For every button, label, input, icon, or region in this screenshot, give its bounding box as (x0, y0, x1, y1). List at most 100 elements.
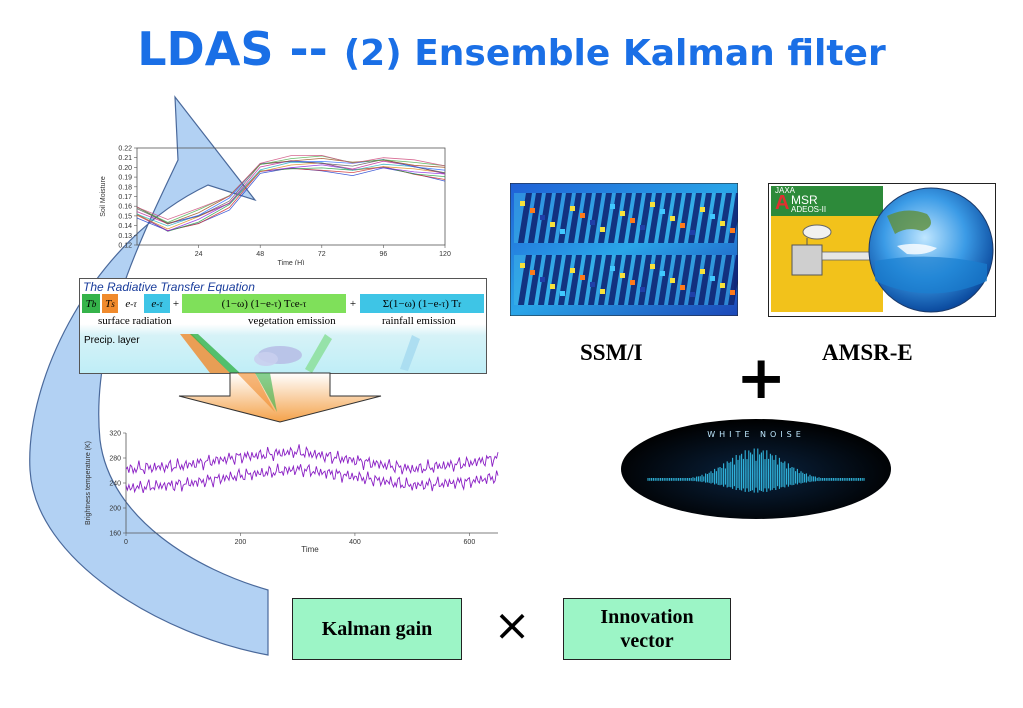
down-arrow (178, 372, 382, 423)
innovation-vector-box: Innovation vector (563, 598, 731, 660)
soil-ensemble-line (136, 167, 446, 232)
rte-title: The Radiative Transfer Equation (83, 280, 255, 294)
ssmi-data-patch (520, 263, 525, 268)
tb-xtick-label: 400 (349, 539, 361, 546)
tb-ylabel: Brightness temperature (K) (85, 441, 92, 525)
ssmi-swath-stripe (678, 255, 692, 305)
eq-term-exp1: e-τ (120, 294, 142, 313)
title-rest: (2) Ensemble Kalman filter (343, 33, 886, 74)
tb-series-line-2 (125, 463, 499, 494)
ssmi-data-patch (620, 273, 625, 278)
soil-ytick-label: 0.13 (118, 233, 132, 240)
soil-moisture-chart: 0.220.210.200.190.180.170.160.150.140.13… (100, 146, 451, 266)
tb-ytick-label: 280 (109, 456, 121, 463)
ssmi-data-patch (560, 229, 565, 234)
ssmi-data-patch (660, 271, 665, 276)
ssmi-data-patch (630, 280, 635, 285)
rte-beams (180, 334, 420, 373)
ssmi-data-patch (560, 291, 565, 296)
soil-ytick-label: 0.14 (118, 223, 132, 230)
title-dash: -- (273, 22, 344, 76)
amsre-label: AMSR-E (822, 340, 913, 365)
ssmi-data-patch (610, 266, 615, 271)
vegetation-emission-label: vegetation emission (248, 315, 336, 327)
soil-xlabel: Time (H) (278, 260, 305, 265)
ssmi-data-patch (640, 225, 645, 230)
ssmi-data-patch (670, 278, 675, 283)
surface-radiation-label: surface radiation (98, 315, 172, 327)
ssmi-data-patch (590, 282, 595, 287)
ssmi-swath-stripe (678, 193, 692, 243)
soil-xtick-label: 96 (380, 251, 388, 258)
tb-ytick-label: 200 (109, 506, 121, 513)
precip-layer-label: Precip. layer (84, 335, 140, 346)
ssmi-data-patch (730, 228, 735, 233)
ssmi-data-patch (640, 287, 645, 292)
ssmi-swath-stripe (588, 255, 602, 305)
tb-xtick-label: 0 (124, 539, 128, 546)
tb-ytick-label: 240 (109, 481, 121, 488)
ssmi-data-patch (690, 292, 695, 297)
ssmi-data-patch (550, 284, 555, 289)
globe-icon (868, 187, 994, 313)
times-symbol: × (493, 600, 531, 651)
ssmi-swath-stripe (648, 255, 662, 305)
ssmi-swath-stripe (618, 255, 632, 305)
soil-ensemble-line (136, 155, 446, 223)
innovation-line-2: vector (620, 630, 674, 652)
amsr-a-glyph: A (775, 192, 790, 214)
ssmi-swath-stripe (608, 255, 622, 305)
tb-xtick-label: 200 (235, 539, 247, 546)
ssmi-swath-stripe (518, 255, 532, 305)
ssmi-swath-stripe (698, 255, 712, 305)
eq-plus-2: + (349, 297, 357, 310)
tb-ytick-label: 320 (109, 431, 121, 438)
ssmi-data-patch (730, 290, 735, 295)
ssmi-swath-stripe (618, 193, 632, 243)
ssmi-data-patch (530, 270, 535, 275)
eq-plus-1: + (172, 297, 180, 310)
ssmi-data-patch (700, 207, 705, 212)
ssmi-data-patch (620, 211, 625, 216)
soil-xtick-label: 24 (195, 251, 203, 258)
ssmi-swath-stripe (718, 255, 732, 305)
ssmi-data-patch (600, 227, 605, 232)
eq-term-exp2: e-τ (144, 294, 170, 313)
ssmi-data-patch (610, 204, 615, 209)
ssmi-data-patch (590, 220, 595, 225)
soil-ytick-label: 0.16 (118, 204, 132, 211)
soil-ytick-label: 0.12 (118, 243, 132, 250)
amsr-jaxa: JAXA (775, 186, 796, 195)
white-noise-label: WHITE NOISE (707, 430, 805, 439)
ssmi-image (510, 183, 738, 316)
ssmi-data-patch (720, 221, 725, 226)
tb-xtick-label: 600 (464, 539, 476, 546)
white-noise-image (621, 419, 891, 519)
soil-ytick-label: 0.15 (118, 213, 132, 220)
amsr-msr: MSR (791, 193, 818, 207)
amsr-logo-header (771, 186, 883, 216)
soil-ylabel: Soil Moisture (100, 176, 107, 217)
ssmi-swath-stripe (548, 193, 562, 243)
ssmi-data-patch (580, 213, 585, 218)
ssmi-data-patch (660, 209, 665, 214)
ssmi-data-patch (570, 268, 575, 273)
soil-xtick-label: 72 (318, 251, 326, 258)
plus-sign: + (736, 343, 787, 413)
ssmi-data-patch (710, 276, 715, 281)
ssmi-data-patch (700, 269, 705, 274)
soil-ensemble-line (136, 166, 446, 232)
tb-ytick-label: 160 (109, 531, 121, 538)
ssmi-data-patch (550, 222, 555, 227)
ssmi-swath-stripe (568, 193, 582, 243)
ssmi-data-patch (670, 216, 675, 221)
ssmi-data-patch (600, 289, 605, 294)
innovation-line-1: Innovation (600, 606, 694, 628)
ssmi-data-patch (690, 230, 695, 235)
ssmi-data-patch (650, 202, 655, 207)
ssmi-data-patch (630, 218, 635, 223)
soil-ytick-label: 0.19 (118, 175, 132, 182)
